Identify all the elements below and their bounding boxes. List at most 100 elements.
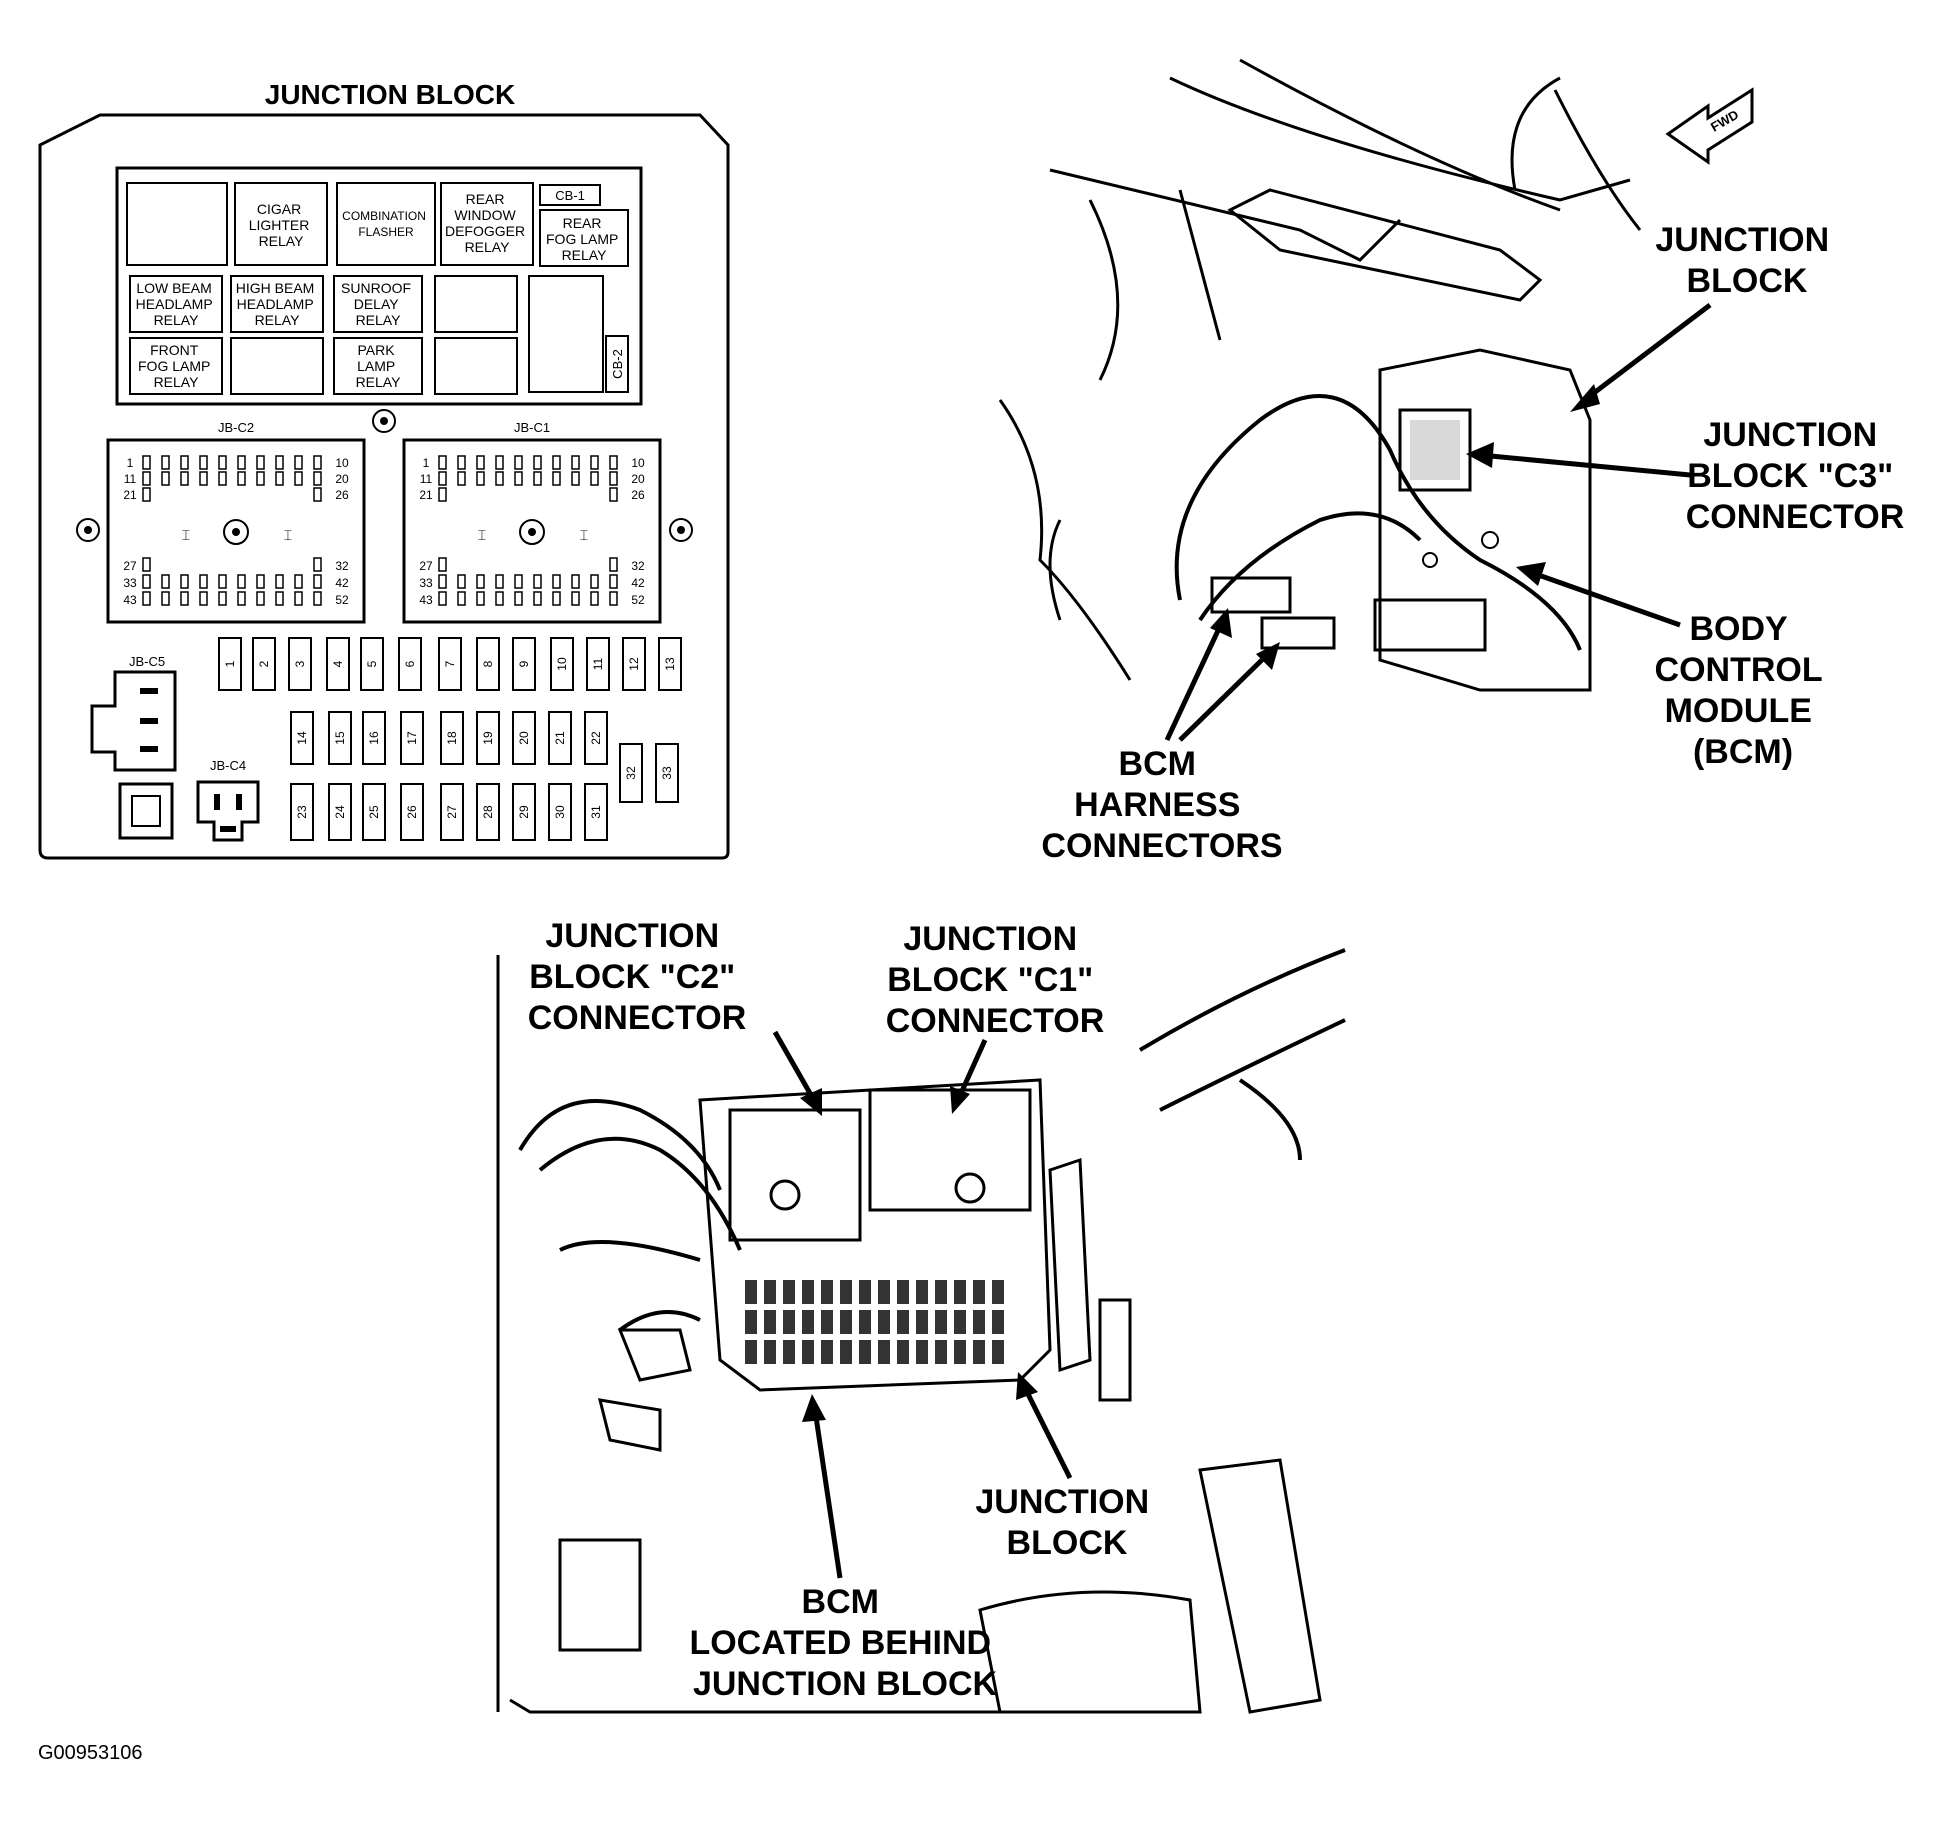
connector-pin: [142, 487, 151, 502]
jb-c1-connector: [402, 438, 662, 624]
fuse-icon: [764, 1310, 776, 1334]
connector-pin: [199, 591, 208, 606]
connector-pin: [161, 591, 170, 606]
mounting-bolt-top: [372, 409, 396, 433]
svg-text:43: 43: [123, 593, 137, 607]
bcm-callout: BODY CONTROL MODULE (BCM): [1655, 610, 1832, 771]
fuse-icon: [916, 1280, 928, 1304]
svg-text:27: 27: [419, 559, 433, 573]
fuse-icon: [973, 1310, 985, 1334]
fuse-icon: [935, 1310, 947, 1334]
park-lamp-relay-label: PARK LAMP RELAY: [356, 342, 402, 390]
fuse-11: 11: [586, 637, 610, 691]
svg-text:43: 43: [419, 593, 433, 607]
svg-text:1: 1: [423, 456, 430, 470]
fuse-icon: [745, 1340, 757, 1364]
park-lamp-relay: [333, 337, 423, 395]
connector-pin: [180, 471, 189, 486]
connector-pin: [313, 471, 322, 486]
svg-text:20: 20: [631, 472, 645, 486]
kick-panel-lines: [998, 399, 1132, 681]
connector-pin: [275, 455, 284, 470]
svg-text:21: 21: [553, 731, 567, 745]
connector-pin: [256, 591, 265, 606]
svg-text:32: 32: [624, 766, 638, 780]
fuse-3: 3: [288, 637, 312, 691]
svg-text:5: 5: [365, 660, 379, 667]
connector-pin: [457, 455, 466, 470]
svg-text:13: 13: [663, 657, 677, 671]
svg-text:19: 19: [481, 731, 495, 745]
junction-block-location-illustration: JUNCTION BLOCK "C2" CONNECTOR JUNCTION B…: [496, 917, 1346, 1714]
fuse-9: 9: [512, 637, 536, 691]
fuse-icon: [992, 1310, 1004, 1334]
vent-duct: [1227, 188, 1543, 302]
connector-pin: [313, 591, 322, 606]
c2-connector-area: [728, 1108, 862, 1242]
svg-text:24: 24: [333, 805, 347, 819]
connector-pin: [180, 455, 189, 470]
connector-pin: [180, 591, 189, 606]
fuse-icon: [897, 1310, 909, 1334]
high-beam-headlamp-relay-label: HIGH BEAM HEADLAMP RELAY: [236, 280, 318, 328]
connector-pin: [590, 471, 599, 486]
connector-pin: [199, 471, 208, 486]
fuse-12: 12: [622, 637, 646, 691]
connector-pin: [438, 471, 447, 486]
svg-text:14: 14: [295, 731, 309, 745]
fuse-20: 20: [512, 711, 536, 765]
c3-connector-shading: [1410, 420, 1460, 480]
mounting-bolt-left: [76, 518, 100, 542]
harness-bundle-lower: [559, 1240, 701, 1332]
cigar-lighter-relay: [234, 182, 328, 266]
junction-block-fuse-array: [745, 1280, 1004, 1364]
fuse-32: 32: [619, 743, 643, 803]
c3-connector-body: [1398, 408, 1472, 492]
low-beam-headlamp-relay-label: LOW BEAM HEADLAMP RELAY: [136, 280, 217, 328]
svg-text:22: 22: [589, 731, 603, 745]
fuse-1: 1: [218, 637, 242, 691]
svg-text:15: 15: [333, 731, 347, 745]
connector-pin: [313, 487, 322, 502]
svg-text:21: 21: [419, 488, 433, 502]
junction-block-schematic: JUNCTION BLOCK CIGAR LIGHTER RELAY COMBI…: [38, 79, 730, 860]
connector-pin: [256, 574, 265, 589]
fuse-icon: [840, 1280, 852, 1304]
fuse-icon: [783, 1280, 795, 1304]
junction-block-outline: [38, 113, 730, 860]
fuse-22: 22: [584, 711, 608, 765]
fuse-icon: [954, 1340, 966, 1364]
jb-c1-connector-callout: JUNCTION BLOCK "C1" CONNECTOR: [886, 920, 1105, 1040]
rear-window-defogger-relay-label: REAR WINDOW DEFOGGER RELAY: [445, 191, 529, 255]
connector-pin: [552, 455, 561, 470]
jb-c2-center-bolt: [223, 519, 249, 545]
fuse-icon: [973, 1280, 985, 1304]
fuse-icon: [802, 1310, 814, 1334]
connector-pin: [218, 574, 227, 589]
combination-flasher-label: COMBINATION FLASHER: [342, 207, 430, 239]
jb-c2-pin-labels-right: 10 20 26 32 42 52: [335, 456, 349, 607]
fuse-row-3: 23 24 25 26 27 28 29 30 31: [290, 783, 608, 841]
fuse-icon: [897, 1280, 909, 1304]
panel-edge-lines: [496, 955, 1000, 1714]
sunroof-delay-relay-label: SUNROOF DELAY RELAY: [341, 280, 415, 328]
fuse-icon: [821, 1310, 833, 1334]
fuse-icon: [802, 1280, 814, 1304]
connector-pin: [275, 591, 284, 606]
front-fog-lamp-relay-label: FRONT FOG LAMP RELAY: [138, 342, 214, 390]
fuse-icon: [859, 1340, 871, 1364]
svg-text:10: 10: [555, 657, 569, 671]
fuse-icon: [764, 1280, 776, 1304]
connector-pin: [313, 557, 322, 572]
connector-pin: [552, 574, 561, 589]
svg-text:10: 10: [335, 456, 349, 470]
connector-pin: [495, 574, 504, 589]
junction-block-callout-top: JUNCTION BLOCK: [1655, 221, 1838, 300]
bcm-mount-icon: [1481, 531, 1499, 549]
bcm-harness-connector-1: [1210, 576, 1292, 614]
svg-text:6: 6: [403, 660, 417, 667]
svg-text:7: 7: [443, 660, 457, 667]
connector-pin: [590, 455, 599, 470]
fuse-icon: [973, 1340, 985, 1364]
